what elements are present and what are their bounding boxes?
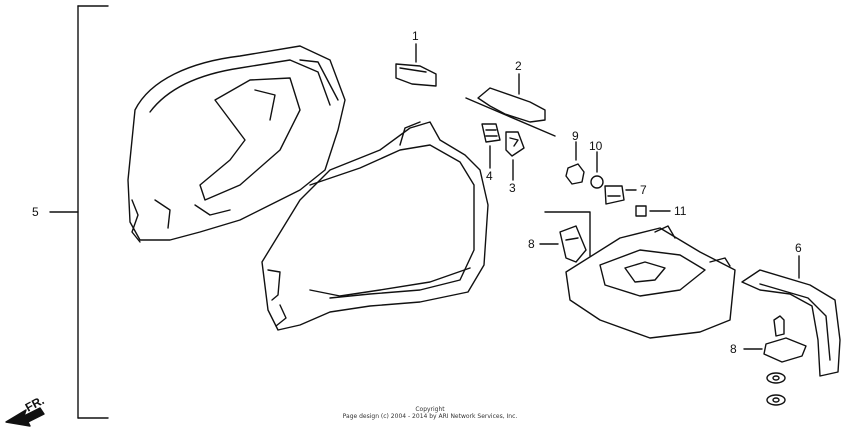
- part-6-strap: [741, 255, 841, 377]
- washer-lower-1: [766, 372, 786, 384]
- callout-label: 8: [528, 237, 535, 251]
- part-8-bracket-lower: [743, 315, 807, 363]
- part-8-bracket-upper: [539, 211, 591, 263]
- callout-label: 10: [589, 139, 603, 153]
- copyright-notice: Copyright Page design (c) 2004 - 2014 by…: [300, 406, 560, 420]
- callout-label: 4: [486, 169, 493, 183]
- callout-label: 8: [730, 342, 737, 356]
- left-side-cover: [127, 45, 346, 243]
- callout-label: 1: [412, 29, 419, 43]
- battery-tray: [565, 225, 736, 339]
- callout-5-bracket: [49, 5, 109, 419]
- callout-label: 2: [515, 59, 522, 73]
- part-7-clip: [604, 185, 637, 205]
- right-side-cover: [261, 121, 489, 331]
- part-2-emblem: [465, 73, 556, 137]
- washer-lower-2: [766, 394, 786, 406]
- callout-label: 7: [640, 183, 647, 197]
- callout-label: 9: [572, 129, 579, 143]
- part-9-grommet: [565, 141, 585, 185]
- callout-label: 3: [509, 181, 516, 195]
- callout-label: 11: [674, 204, 687, 218]
- part-3-mark: [505, 131, 525, 181]
- part-1-rubber-strip: [395, 43, 437, 87]
- copyright-line-2: Page design (c) 2004 - 2014 by ARI Netwo…: [342, 413, 518, 420]
- part-11-screw: [635, 205, 671, 217]
- part-10-washer: [590, 151, 604, 189]
- part-4-mark: [481, 123, 501, 169]
- callout-label: 5: [32, 205, 39, 219]
- copyright-line-1: Copyright: [415, 406, 445, 413]
- front-arrow-icon: [5, 407, 45, 427]
- callout-label: 6: [795, 241, 802, 255]
